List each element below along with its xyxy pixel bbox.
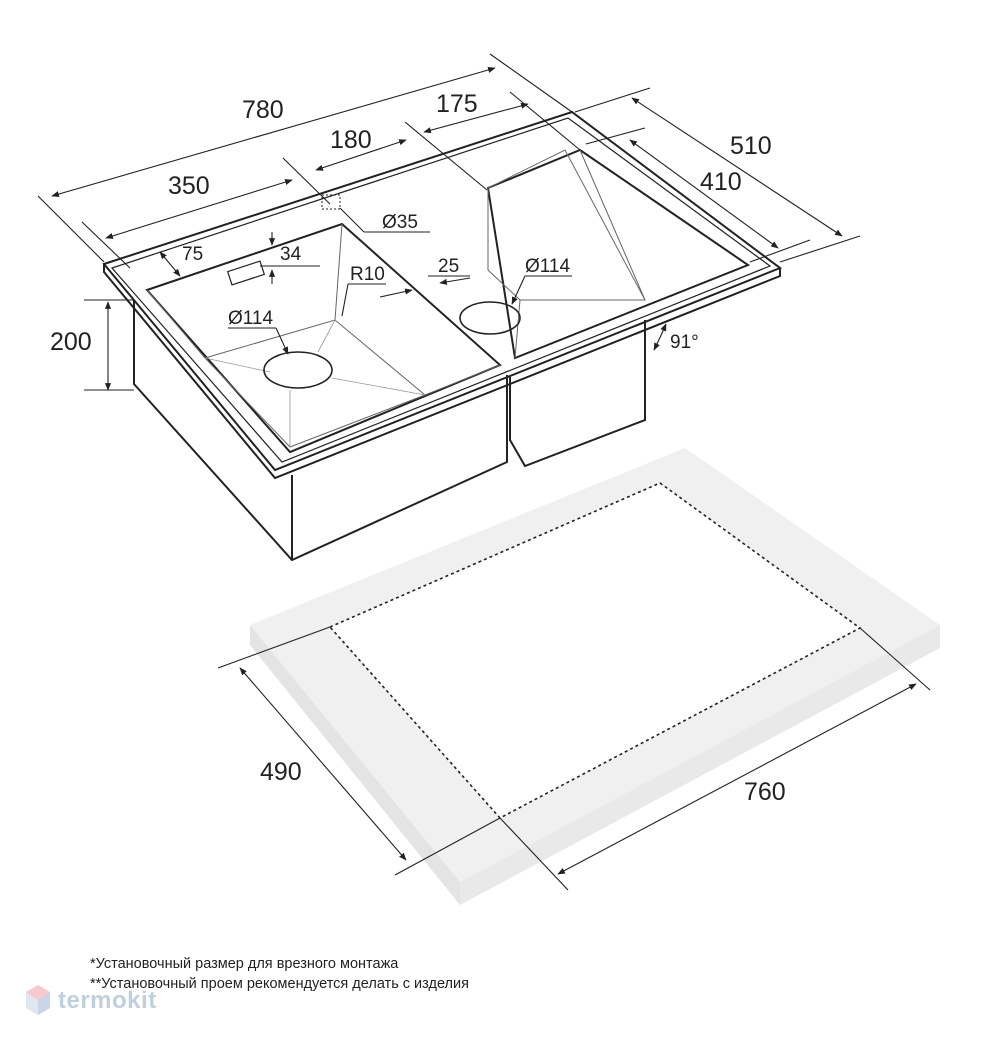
label-180: 180 bbox=[330, 126, 372, 154]
watermark-text: termokit bbox=[58, 987, 157, 1014]
label-490: 490 bbox=[260, 758, 302, 786]
label-angle: 91° bbox=[670, 332, 699, 353]
overflow-slot bbox=[321, 194, 341, 210]
bowl-right-opening bbox=[486, 148, 751, 360]
rim-edge bbox=[103, 264, 781, 480]
label-drain-left: Ø114 bbox=[228, 308, 274, 329]
label-760: 760 bbox=[744, 778, 786, 806]
drain-left bbox=[263, 351, 333, 389]
label-350: 350 bbox=[168, 172, 210, 200]
label-780: 780 bbox=[242, 96, 284, 124]
label-510: 510 bbox=[730, 132, 772, 160]
dimension-lines bbox=[37, 53, 931, 891]
label-200: 200 bbox=[50, 328, 92, 356]
bowl-right-outer bbox=[509, 320, 646, 468]
dimension-labels: 780 350 180 175 510 410 75 34 Ø35 R10 25… bbox=[50, 90, 786, 806]
label-75: 75 bbox=[182, 244, 203, 265]
label-34: 34 bbox=[280, 244, 302, 265]
label-410: 410 bbox=[700, 168, 742, 196]
cube-logo-icon bbox=[26, 985, 50, 1015]
brand-label bbox=[226, 260, 266, 286]
countertop bbox=[250, 448, 940, 905]
installation-note-1: *Установочный размер для врезного монтаж… bbox=[90, 956, 399, 972]
label-25: 25 bbox=[438, 256, 459, 277]
label-corner-radius: R10 bbox=[350, 264, 385, 285]
watermark: termokit bbox=[24, 983, 157, 1019]
label-drain-right: Ø114 bbox=[525, 256, 571, 277]
installation-note-2: **Установочный проем рекомендуется делат… bbox=[90, 976, 469, 992]
drain-right bbox=[459, 301, 521, 335]
sink-rim-outer bbox=[102, 110, 783, 472]
label-overflow-diameter: Ø35 bbox=[382, 212, 418, 233]
label-175: 175 bbox=[436, 90, 478, 118]
